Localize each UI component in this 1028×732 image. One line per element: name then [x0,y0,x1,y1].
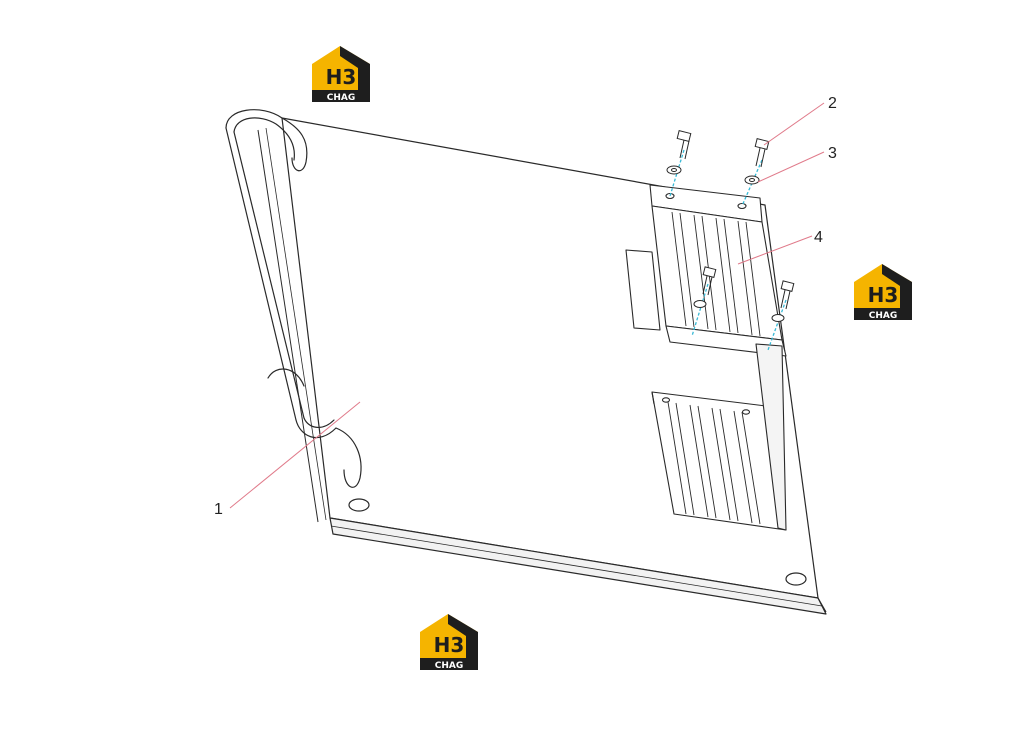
bolt-upper-right [754,138,770,168]
leader-lines [229,102,825,509]
bolt-lower-right [780,280,795,310]
logo-bottom-text: CHAG [435,661,464,671]
callout-2: 2 [828,95,837,112]
washers [666,165,785,322]
callout-4: 4 [814,229,823,246]
brand-logo: H3 CHAG [420,614,478,671]
panel-plate [257,117,827,615]
brand-logo: H3 CHAG [312,46,370,103]
handle-tube [225,109,362,488]
lower-grille-bracket [651,343,787,531]
logo-bottom-text: CHAG [869,311,898,321]
logo-top-text: H3 [326,65,357,89]
callout-3: 3 [828,145,837,162]
upper-grille-bracket [625,184,787,357]
logo-top-text: H3 [434,633,465,657]
bolt-lower-left [702,266,717,296]
bolt-upper-left [676,130,692,160]
callout-1: 1 [214,501,223,518]
brand-logo: H3 CHAG [854,264,912,321]
logo-top-text: H3 [868,283,899,307]
logo-bottom-text: CHAG [327,93,356,103]
